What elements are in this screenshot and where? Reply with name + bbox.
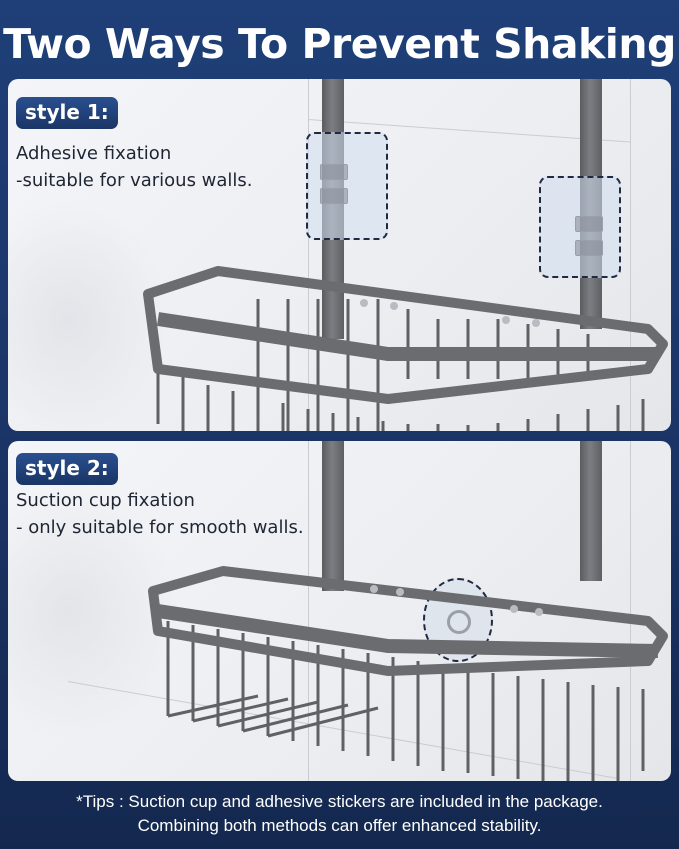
style-2-description: - only suitable for smooth walls. [16, 517, 304, 538]
style-2-title: Suction cup fixation [16, 490, 195, 511]
adhesive-sticker-icon [539, 176, 621, 278]
marble-texture [8, 199, 168, 431]
tile-grout [630, 441, 631, 781]
tile-grout [630, 79, 631, 431]
style-2-badge: style 2: [16, 453, 118, 485]
shower-basket-image [148, 566, 668, 781]
style-1-panel: style 1: Adhesive fixation -suitable for… [8, 79, 671, 431]
style-1-title: Adhesive fixation [16, 143, 172, 164]
tip-line-2: Combining both methods can offer enhance… [137, 816, 542, 835]
page-title: Two Ways To Prevent Shaking [3, 20, 676, 68]
style-1-description: -suitable for various walls. [16, 170, 253, 191]
adhesive-sticker-icon [306, 132, 388, 240]
marble-texture [8, 481, 178, 741]
style-1-badge: style 1: [16, 97, 118, 129]
tip-line-1: *Tips : Suction cup and adhesive sticker… [76, 792, 603, 811]
tips-footer: *Tips : Suction cup and adhesive sticker… [0, 790, 679, 838]
rack-pole-right [580, 441, 602, 581]
shower-basket-image [143, 266, 668, 431]
tile-grout [308, 79, 309, 431]
rack-pole-left [322, 441, 344, 591]
style-2-panel: style 2: Suction cup fixation - only sui… [8, 441, 671, 781]
tile-grout [308, 441, 309, 781]
